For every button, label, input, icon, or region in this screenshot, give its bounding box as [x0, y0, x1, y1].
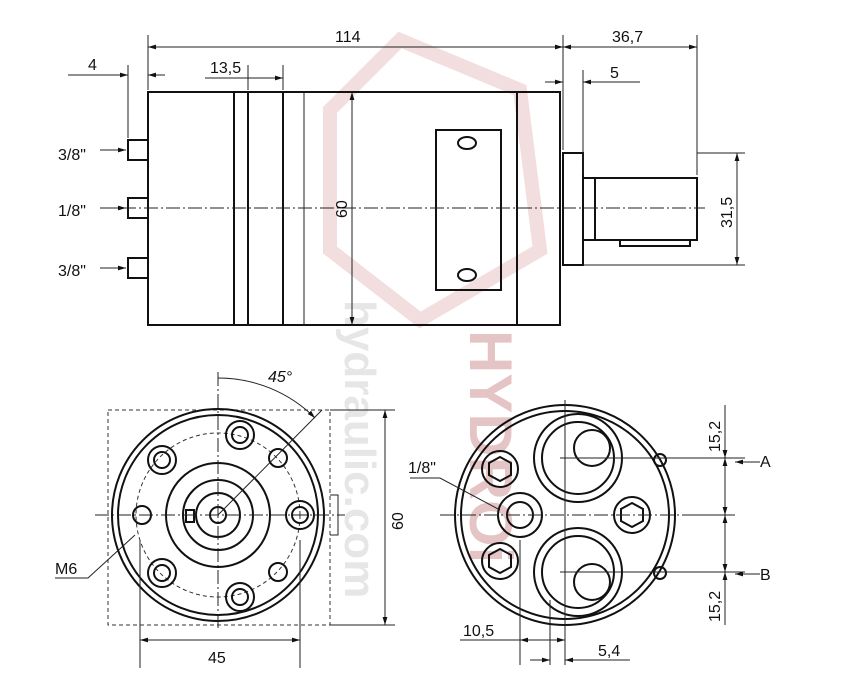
watermark-site: hydraulic.com	[335, 300, 384, 598]
dim-height: 60	[334, 200, 351, 218]
dim-plate: 4	[88, 57, 97, 74]
side-view: 114 36,7 4 13,5 5 60 31,5 3/8" 1/8" 3/8"	[58, 29, 745, 326]
watermark-logo: HYDROi hydraulic.com	[323, 31, 548, 598]
shaft	[594, 177, 698, 241]
port-middle-label: 1/8"	[58, 203, 86, 220]
nameplate	[435, 129, 502, 291]
port-top-label: 3/8"	[58, 147, 86, 164]
drain-port-label: 1/8"	[408, 460, 436, 477]
dim-flange: 5	[610, 65, 619, 82]
dim-length: 114	[335, 29, 361, 46]
shaft-key	[619, 239, 691, 247]
dim-right-offset: 5,4	[598, 643, 620, 660]
watermark-brand: HYDROi	[457, 330, 524, 563]
front-dim-height: 60	[390, 512, 407, 530]
rear-view: 1/8" A B 15,2 15,2 10,5 5,4	[408, 400, 771, 665]
dim-a-offset: 15,2	[707, 421, 724, 452]
port-a-label: A	[760, 454, 771, 471]
dim-b-offset: 15,2	[707, 591, 724, 622]
front-dim-width: 45	[208, 650, 226, 667]
angle-label: 45°	[268, 369, 293, 386]
dim-shaft-length: 36,7	[612, 29, 643, 46]
dim-section: 13,5	[210, 60, 241, 77]
dim-left-offset: 10,5	[463, 623, 494, 640]
port-bottom-label: 3/8"	[58, 263, 86, 280]
front-view: 45° 60 45 M6	[55, 369, 407, 668]
port-b-label: B	[760, 567, 771, 584]
flange	[562, 152, 584, 266]
dim-shaft-dia: 31,5	[719, 197, 736, 228]
thread-label: M6	[55, 561, 77, 578]
